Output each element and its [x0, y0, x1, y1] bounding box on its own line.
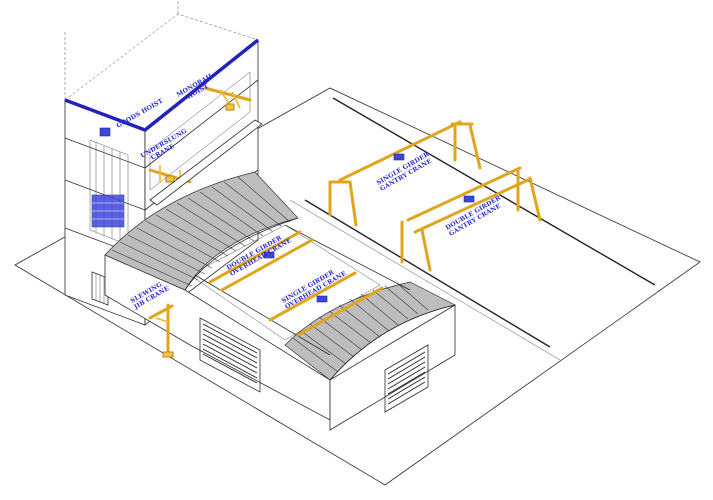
hall-runway-right	[284, 224, 411, 291]
gantry-rail-back	[332, 97, 656, 286]
monorail-hoist	[203, 86, 252, 111]
underslung-crane	[148, 119, 263, 206]
double-girder-gantry-crane	[400, 166, 542, 272]
single-girder-gantry-crane	[328, 120, 482, 227]
roller-door-right	[384, 344, 429, 413]
roller-door-left	[199, 317, 261, 393]
roof-front	[284, 281, 457, 381]
yard-divider	[289, 199, 561, 361]
gantry-rail-front	[304, 199, 551, 348]
single-girder-overhead-crane	[268, 271, 384, 337]
slewing-jib-crane	[148, 303, 174, 358]
roof-back	[104, 171, 299, 291]
hall-runway-left	[194, 274, 331, 356]
top-runway-beam	[64, 38, 260, 132]
tower-door	[91, 271, 109, 306]
double-girder-overhead-crane	[208, 230, 314, 292]
